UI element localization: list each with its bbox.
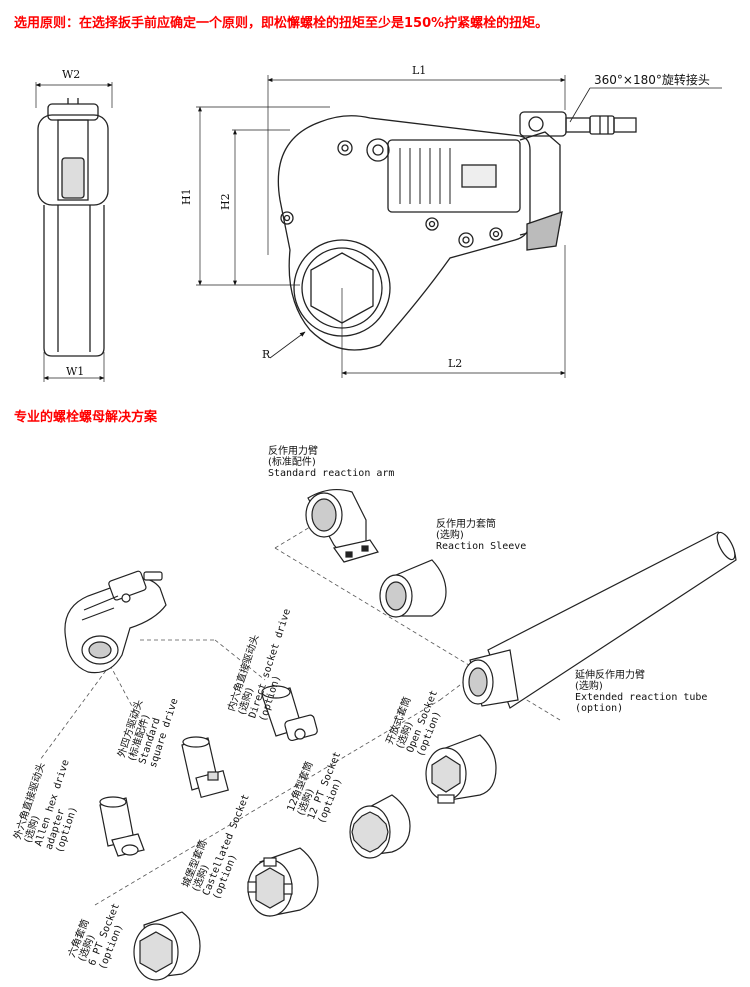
square-drive-illustration xyxy=(181,736,229,799)
label-socket-12pt: 12角型套筒 (选购) 12 PT Socket (option) xyxy=(284,750,345,825)
castellated-socket-illustration xyxy=(247,847,319,917)
extended-tube-cn: 延伸反作用力臂 xyxy=(575,668,645,681)
socket-6pt-illustration xyxy=(133,911,201,981)
label-square-drive: 外四方驱动头 (标准配件) Standard square drive xyxy=(114,697,180,769)
label-open-socket: 开放式套筒 (选购) Open Socket (option) xyxy=(383,689,444,759)
section-title: 专业的螺栓螺母解决方案 xyxy=(14,410,158,425)
reaction-sleeve-illustration xyxy=(379,559,447,618)
label-socket-6pt: 六角套筒 (选购) 6 PT Socket (option) xyxy=(65,902,126,972)
label-extended-tube: 延伸反作用力臂 (选购) Extended reaction tube (opt… xyxy=(575,668,707,714)
reaction-arm-illustration xyxy=(305,488,379,563)
dim-w2-label: W2 xyxy=(62,68,80,81)
dim-h1-label: H1 xyxy=(180,188,193,205)
extended-tube-opt: (选购) xyxy=(575,679,603,692)
reaction-sleeve-cn: 反作用力套筒 xyxy=(436,517,496,530)
reaction-arm-opt: (标准配件) xyxy=(268,456,316,468)
dim-l1-label: L1 xyxy=(412,64,426,77)
front-view xyxy=(196,75,722,378)
label-reaction-arm: 反作用力臂 (标准配件) Standard reaction arm xyxy=(268,444,394,479)
label-reaction-sleeve: 反作用力套筒 (选购) Reaction Sleeve xyxy=(436,517,526,552)
dim-h2-label: H2 xyxy=(219,193,232,210)
allen-hex-adapter-illustration xyxy=(99,796,145,857)
dim-w1-label: W1 xyxy=(66,365,84,378)
dim-l2-label: L2 xyxy=(448,357,462,370)
swivel-label: 360°×180°旋转接头 xyxy=(594,72,710,87)
reaction-arm-cn: 反作用力臂 xyxy=(268,444,318,457)
wrench-head-illustration xyxy=(64,570,167,674)
direct-socket-drive-illustration xyxy=(261,685,318,742)
reaction-arm-en: Standard reaction arm xyxy=(268,468,394,479)
reaction-sleeve-opt: (选购) xyxy=(436,528,464,541)
extended-tube-en2: (option) xyxy=(575,703,623,714)
label-allen-hex-adapter: 外六角直接驱动头 (选购) Allen hex drive adapter (o… xyxy=(10,758,79,854)
reaction-sleeve-en: Reaction Sleeve xyxy=(436,541,526,552)
socket-12pt-illustration xyxy=(349,794,411,859)
side-view xyxy=(35,82,113,382)
extended-reaction-tube-illustration xyxy=(462,531,737,709)
selection-principle-note: 选用原则：在选择扳手前应确定一个原则，即松懈螺栓的扭矩至少是150%拧紧螺栓的扭… xyxy=(14,16,549,31)
open-socket-illustration xyxy=(425,734,497,804)
extended-tube-en: Extended reaction tube xyxy=(575,692,707,703)
dim-r-label: R xyxy=(262,348,271,361)
